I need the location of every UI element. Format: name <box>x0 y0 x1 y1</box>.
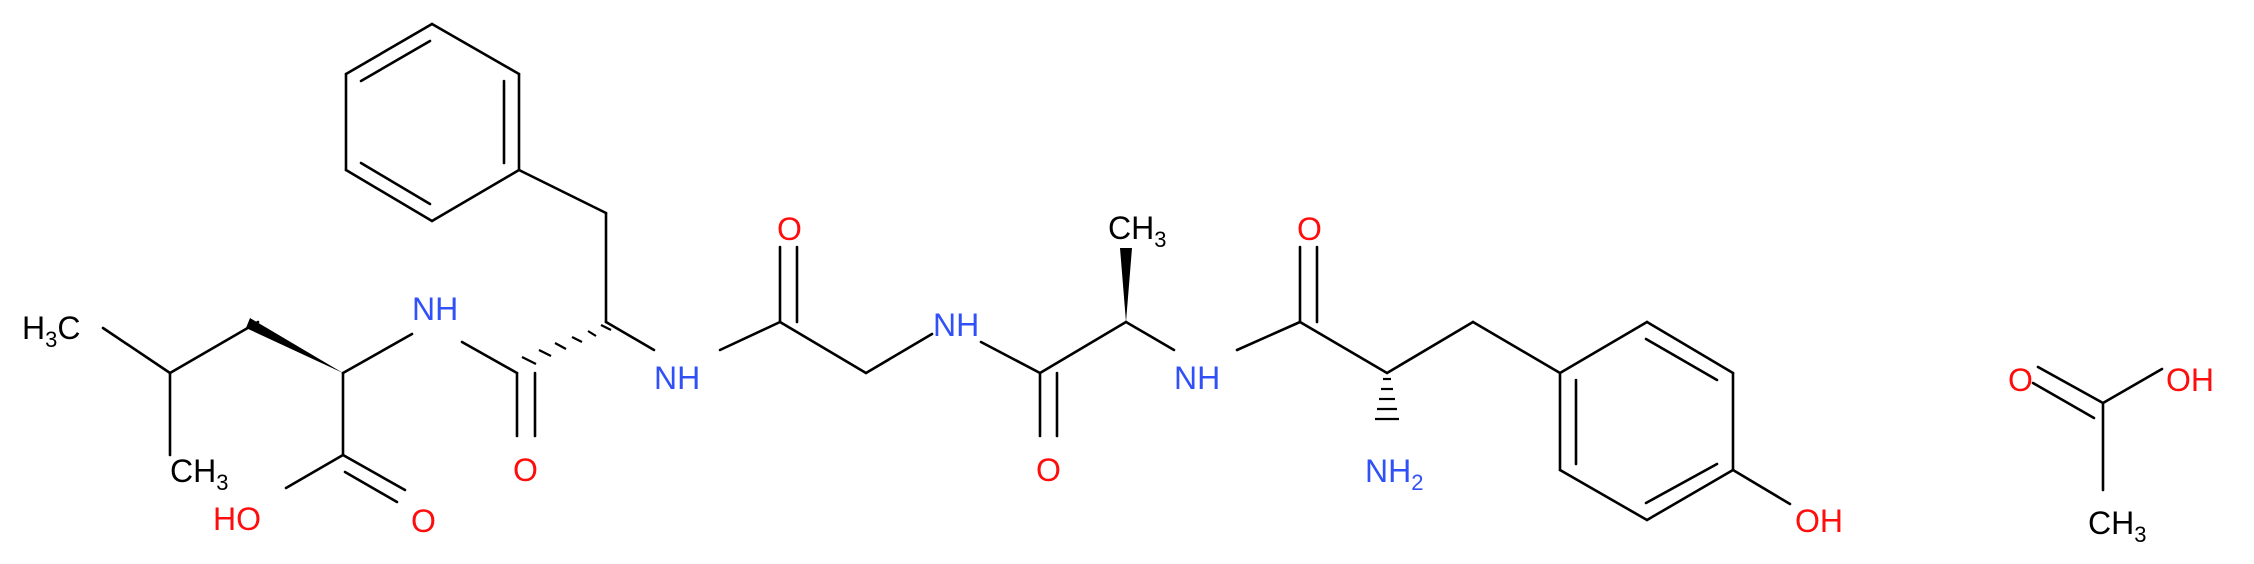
oxygen-label: O <box>2008 362 2033 398</box>
methyl-label: CH3 <box>2088 505 2146 547</box>
oxygen-label: O <box>411 503 436 539</box>
stereo-bonds <box>246 248 1399 421</box>
nh-label: NH <box>412 291 458 327</box>
wedge-bond-ala <box>1120 248 1132 322</box>
hydroxyl-label: HO <box>213 501 261 537</box>
hash-bond-phe <box>521 324 612 365</box>
oxygen-label: O <box>1297 211 1322 247</box>
hydroxyl-label: OH <box>2166 362 2214 398</box>
oxygen-label: O <box>777 211 802 247</box>
methyl-label: CH3 <box>1108 210 1166 252</box>
oxygen-label: O <box>513 452 538 488</box>
nh-label: NH <box>654 360 700 396</box>
bond-lines <box>101 22 2164 522</box>
methyl-label: CH3 <box>170 453 228 495</box>
amine-label: NH2 <box>1365 453 1423 495</box>
hydroxyl-label: OH <box>1795 503 1843 539</box>
wedge-bond-leu <box>246 318 343 373</box>
nh-label: NH <box>1174 360 1220 396</box>
hash-bond-tyr <box>1375 377 1399 421</box>
oxygen-label: O <box>1036 452 1061 488</box>
methyl-label: H3C <box>22 310 80 352</box>
nh-label: NH <box>933 307 979 343</box>
